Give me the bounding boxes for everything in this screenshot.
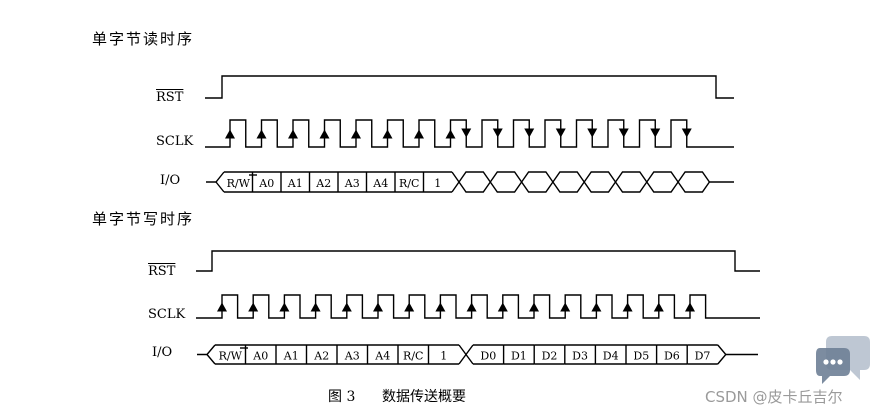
io-cell-label: A4	[374, 350, 390, 363]
io-cell-label: A1	[283, 350, 299, 363]
rst-trace	[196, 250, 760, 272]
read-rst-waveform	[205, 75, 734, 99]
write-sclk-waveform	[196, 294, 760, 319]
io-lead-in	[206, 171, 225, 183]
io-cell-label: R/W	[219, 350, 243, 363]
io-hi-z-hex	[583, 171, 617, 193]
read-sclk-waveform	[205, 119, 734, 148]
io-hi-z-hex	[552, 171, 586, 193]
rising-edge-arrow	[248, 302, 259, 312]
rising-edge-arrow	[414, 129, 424, 139]
write-sclk-label: SCLK	[148, 307, 186, 322]
rising-edge-arrow	[653, 302, 664, 312]
io-cell-label: D6	[664, 350, 680, 363]
read-io-label: I/O	[160, 173, 181, 188]
rising-edge-arrow	[622, 302, 633, 312]
io-hi-z-hex	[614, 171, 648, 193]
write-timing-title: 单字节写时序	[92, 210, 195, 228]
rising-edge-arrow	[529, 302, 539, 312]
chat-bubble-icon[interactable]	[814, 330, 872, 388]
rising-edge-arrow	[373, 302, 383, 312]
sclk-trace	[205, 119, 734, 148]
sclk-trace	[196, 294, 760, 319]
rising-edge-arrow	[288, 129, 298, 139]
io-cell-label: R/C	[403, 350, 423, 363]
io-cell-label: D7	[695, 350, 711, 363]
write-rst-label: RST	[148, 264, 176, 279]
io-cell-label: A0	[258, 177, 274, 190]
io-lead-in	[215, 181, 225, 193]
io-hi-z-hex	[458, 171, 492, 193]
falling-edge-arrow	[492, 128, 503, 138]
io-cell-label: 1	[434, 177, 441, 190]
rising-edge-arrow	[404, 302, 415, 312]
io-hi-z-hex	[489, 171, 523, 193]
rising-edge-arrow	[466, 302, 477, 312]
write-rst-waveform	[196, 250, 760, 272]
io-close	[717, 344, 727, 365]
io-cell-label: A2	[315, 177, 331, 190]
io-hi-z-hex	[520, 171, 554, 193]
io-cell-label: D1	[511, 350, 527, 363]
io-hi-z-hex	[645, 171, 679, 193]
io-hi-z-hex	[677, 171, 711, 193]
rising-edge-arrow	[256, 129, 267, 139]
rising-edge-arrow	[435, 302, 446, 312]
read-sclk-label: SCLK	[156, 134, 194, 149]
io-cell-label: A2	[313, 350, 329, 363]
write-io-label: I/O	[152, 345, 173, 360]
figure-caption: 数据传送概要	[382, 389, 466, 405]
falling-edge-arrow	[524, 128, 535, 138]
rising-edge-arrow	[341, 302, 352, 312]
rising-edge-arrow	[217, 302, 227, 312]
rising-edge-arrow	[591, 302, 602, 312]
io-cell-label: A0	[252, 350, 268, 363]
io-cross	[458, 353, 474, 365]
figure-number: 图 3	[328, 389, 356, 405]
rising-edge-arrow	[497, 302, 508, 312]
io-cell-label: R/C	[399, 177, 419, 190]
falling-edge-arrow	[618, 128, 629, 138]
rising-edge-arrow	[560, 302, 571, 312]
io-cell-label: D5	[633, 350, 649, 363]
csdn-watermark: CSDN @皮卡丘吉尔	[705, 388, 843, 406]
io-cell-label: D3	[572, 350, 588, 363]
falling-edge-arrow	[650, 128, 661, 138]
io-cell-label: A4	[372, 177, 388, 190]
rising-edge-arrow	[445, 129, 456, 139]
io-cell-label: R/W	[227, 177, 251, 190]
rising-edge-arrow	[319, 129, 330, 139]
read-rst-label: RST	[156, 90, 184, 105]
read-timing-title: 单字节读时序	[92, 30, 195, 48]
io-cell-label: A1	[287, 177, 303, 190]
rst-trace	[205, 75, 734, 99]
io-cell-label: D0	[480, 350, 496, 363]
rising-edge-arrow	[351, 129, 361, 139]
rising-edge-arrow	[382, 129, 393, 139]
io-cross	[451, 171, 460, 193]
rising-edge-arrow	[225, 129, 235, 139]
io-lead-in	[206, 354, 216, 365]
falling-edge-arrow	[681, 128, 692, 138]
io-cell-label: D4	[603, 350, 619, 363]
read-io-waveform: R/W A0 A1 A2 A3 A4 R/C 1	[206, 171, 734, 193]
rising-edge-arrow	[279, 302, 290, 312]
io-cell-label: A3	[344, 177, 360, 190]
falling-edge-arrow	[587, 128, 598, 138]
io-cell-label: A3	[344, 350, 360, 363]
io-lead-in	[197, 344, 216, 356]
rising-edge-arrow	[310, 302, 321, 312]
write-io-waveform: R/W A0 A1 A2 A3 A4 R/C 1 D0 D1 D2 D3 D4 D5 D6 D7	[197, 344, 758, 365]
falling-edge-arrow	[461, 128, 472, 138]
falling-edge-arrow	[555, 128, 566, 138]
io-cross	[458, 344, 474, 356]
rising-edge-arrow	[685, 302, 695, 312]
io-cell-label: 1	[440, 350, 447, 363]
io-cell-label: D2	[542, 350, 558, 363]
